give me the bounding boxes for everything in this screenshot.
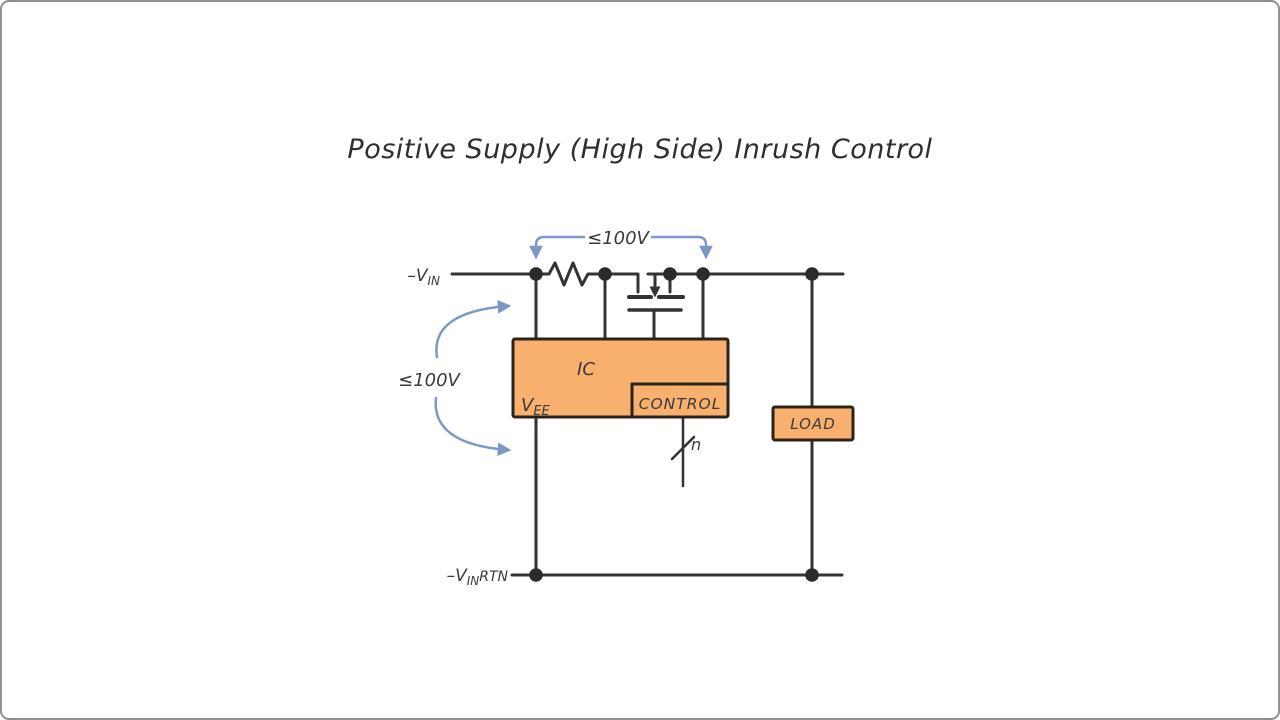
arc-down-arrow xyxy=(434,396,512,457)
junction-dots xyxy=(529,267,819,582)
junction-dot xyxy=(529,568,543,582)
bus-width-slash xyxy=(670,435,696,461)
mosfet-body-arrow-icon xyxy=(649,286,661,298)
vee-label: VEE xyxy=(521,395,551,419)
diagram-title: Positive Supply (High Side) Inrush Contr… xyxy=(347,134,933,165)
junction-dot xyxy=(529,267,543,281)
top-rail xyxy=(450,272,845,294)
bracket-left-arrow xyxy=(529,235,586,260)
junction-dot xyxy=(805,267,819,281)
bracket-right-arrow xyxy=(650,235,713,260)
left-voltage-label: ≤100V xyxy=(398,370,461,391)
ic-box-body xyxy=(511,337,730,419)
vin-label: –VIN xyxy=(407,266,440,288)
load-branch: LOAD xyxy=(771,279,855,577)
junction-dot xyxy=(663,267,677,281)
control-label: CONTROL xyxy=(639,395,722,413)
top-voltage-label: ≤100V xyxy=(587,228,650,249)
load-box xyxy=(771,405,855,442)
vinrtn-label: –VINRTN xyxy=(447,566,509,588)
control-sub-box xyxy=(630,382,727,416)
inrush-resistor-symbol xyxy=(540,261,597,287)
junction-dot xyxy=(805,568,819,582)
load-label: LOAD xyxy=(790,415,836,433)
ic-label: IC xyxy=(577,359,595,380)
ic-pin-wires xyxy=(534,279,705,577)
left-voltage-annotation: ≤100V xyxy=(398,299,512,457)
junction-dot xyxy=(696,267,710,281)
bus-width-label: n xyxy=(691,435,701,454)
ic-box: IC VEE CONTROL xyxy=(511,337,730,419)
pass-mosfet-symbol xyxy=(627,273,685,342)
top-voltage-bracket: ≤100V xyxy=(529,228,713,260)
arc-up-arrow xyxy=(435,299,512,359)
junction-dot xyxy=(598,267,612,281)
